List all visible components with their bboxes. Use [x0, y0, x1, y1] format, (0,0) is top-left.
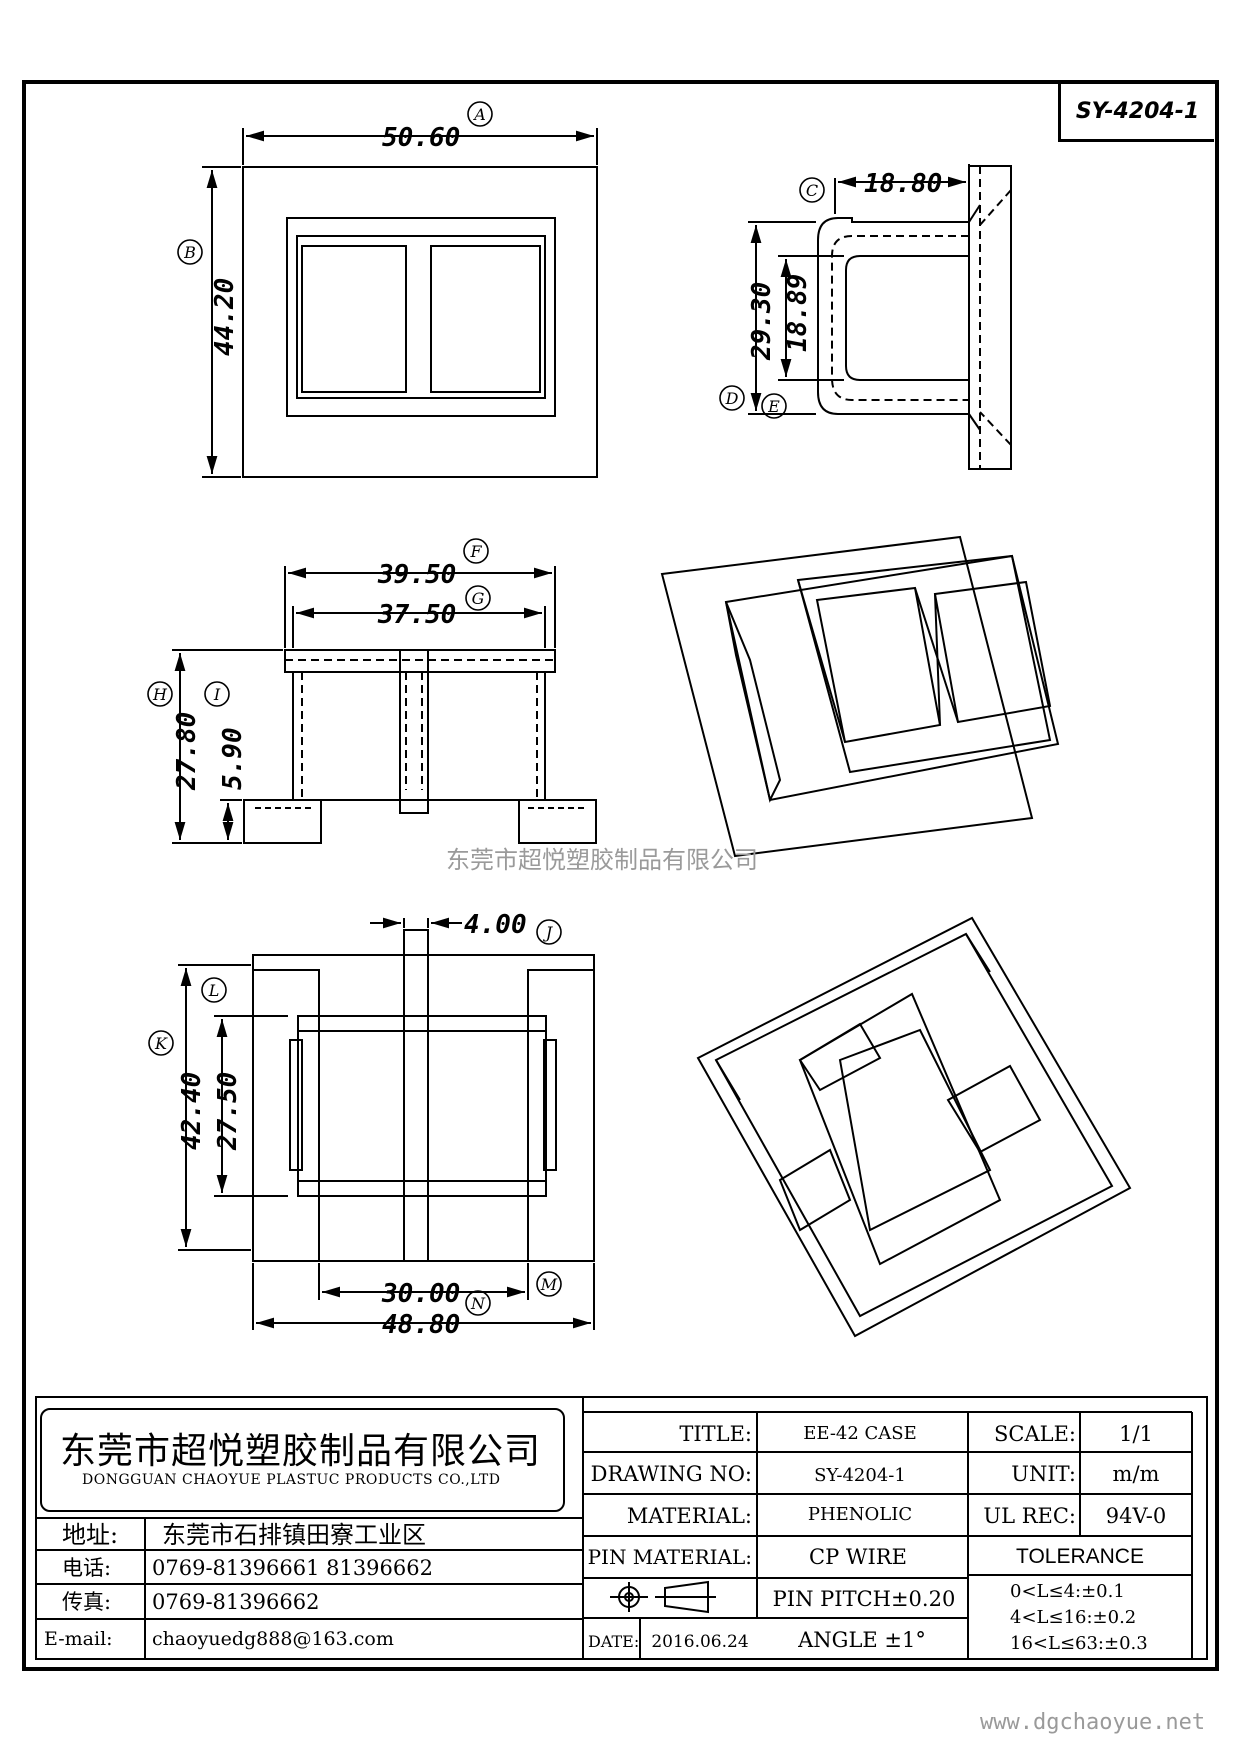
- dim-m-letter: M: [540, 1275, 558, 1294]
- dim-l-value: 27.50: [213, 1072, 243, 1151]
- date-value: 2016.06.24: [651, 1632, 748, 1652]
- company-name-box: 东莞市超悦塑胶制品有限公司 DONGGUAN CHAOYUE PLASTUC P…: [40, 1408, 565, 1512]
- dimension-markers: [147, 101, 825, 1316]
- website-text: www.dgchaoyue.net: [980, 1710, 1206, 1735]
- dim-d-letter: D: [725, 389, 739, 408]
- dim-g-letter: G: [472, 589, 485, 608]
- dim-a-letter: A: [472, 105, 486, 124]
- title-block-grid: [35, 1396, 1208, 1660]
- title-block-text: 地址: 东莞市石排镇田寮工业区 电话: 0769-81396661 813966…: [44, 1422, 1166, 1654]
- drawing-no-label: DRAWING NO:: [591, 1462, 752, 1486]
- dimension-values: 50.60 44.20 18.80 29.30 18.89 39.50 37.5…: [172, 123, 942, 1340]
- watermark-text: 东莞市超悦塑胶制品有限公司: [446, 846, 758, 874]
- ul-label: UL REC:: [983, 1504, 1076, 1528]
- dim-a-value: 50.60: [382, 123, 460, 153]
- dim-h-letter: H: [152, 685, 168, 704]
- dimension-marker-letters: A B C D E F G H I J L K M N: [152, 105, 818, 1313]
- unit-value: m/m: [1113, 1462, 1160, 1486]
- pin-material-label: PIN MATERIAL:: [588, 1545, 752, 1569]
- dim-b-letter: B: [183, 243, 196, 262]
- dim-i-value: 5.90: [218, 727, 248, 790]
- angle-tolerance: ANGLE ±1°: [797, 1628, 926, 1652]
- address-label: 地址:: [62, 1521, 118, 1549]
- fax-value: 0769-81396662: [152, 1590, 319, 1614]
- tolerance-line-1: 0<L≤4:±0.1: [1010, 1581, 1125, 1602]
- dim-j-value: 4.00: [464, 910, 527, 940]
- dim-f-letter: F: [469, 542, 482, 561]
- dim-n-value: 48.80: [382, 1310, 460, 1340]
- phone-value: 0769-81396661 81396662: [152, 1556, 433, 1580]
- title-label: TITLE:: [679, 1422, 752, 1446]
- dim-k-letter: K: [154, 1034, 168, 1053]
- dim-n-letter: N: [470, 1294, 486, 1313]
- drawing-frame: [22, 80, 1219, 1671]
- dim-c-value: 18.80: [864, 169, 942, 199]
- dim-h-value: 27.80: [172, 712, 202, 791]
- drawing-no-value: SY-4204-1: [814, 1465, 906, 1486]
- tolerance-heading: TOLERANCE: [1016, 1545, 1144, 1568]
- phone-label: 电话:: [62, 1556, 111, 1580]
- isometric-view-top: [660, 535, 1060, 858]
- company-name-en: DONGGUAN CHAOYUE PLASTUC PRODUCTS CO.,LT…: [82, 1472, 501, 1488]
- ul-value: 94V-0: [1106, 1504, 1166, 1528]
- company-name-cn: 东莞市超悦塑胶制品有限公司: [60, 1431, 542, 1472]
- scale-value: 1/1: [1119, 1422, 1153, 1446]
- drawing-number-tag: SY-4204-1: [1058, 84, 1214, 142]
- material-value: PHENOLIC: [808, 1504, 912, 1525]
- elevation-view: [172, 566, 597, 844]
- dim-d-value: 29.30: [747, 282, 777, 361]
- isometric-view-bottom: [696, 916, 1132, 1338]
- dim-j-letter: J: [543, 923, 554, 942]
- dim-l-letter: L: [208, 981, 220, 1000]
- title-value: EE-42 CASE: [803, 1423, 917, 1444]
- dim-g-value: 37.50: [377, 600, 456, 630]
- bottom-view: [178, 917, 595, 1330]
- dim-m-value: 30.00: [381, 1279, 460, 1309]
- material-label: MATERIAL:: [627, 1504, 752, 1528]
- address-value: 东莞市石排镇田寮工业区: [162, 1521, 426, 1549]
- date-label: DATE:: [588, 1632, 639, 1651]
- unit-label: UNIT:: [1011, 1462, 1076, 1486]
- email-value: chaoyuedg888@163.com: [152, 1628, 394, 1650]
- tolerance-line-2: 4<L≤16:±0.2: [1010, 1607, 1136, 1628]
- pin-pitch: PIN PITCH±0.20: [773, 1587, 956, 1611]
- dim-e-letter: E: [767, 397, 780, 416]
- side-view: [748, 164, 1012, 470]
- dim-e-value: 18.89: [783, 274, 813, 352]
- drawing-number: SY-4204-1: [1075, 99, 1200, 124]
- dim-b-value: 44.20: [210, 278, 240, 356]
- fax-label: 传真:: [62, 1590, 111, 1614]
- pin-material-value: CP WIRE: [809, 1545, 907, 1569]
- front-view: [202, 128, 598, 478]
- email-label: E-mail:: [44, 1628, 113, 1650]
- dim-k-value: 42.40: [177, 1072, 207, 1150]
- dim-c-letter: C: [806, 181, 818, 200]
- dim-f-value: 39.50: [377, 560, 456, 590]
- tolerance-line-3: 16<L≤63:±0.3: [1010, 1633, 1148, 1654]
- dim-i-letter: I: [213, 685, 221, 704]
- scale-label: SCALE:: [994, 1422, 1076, 1446]
